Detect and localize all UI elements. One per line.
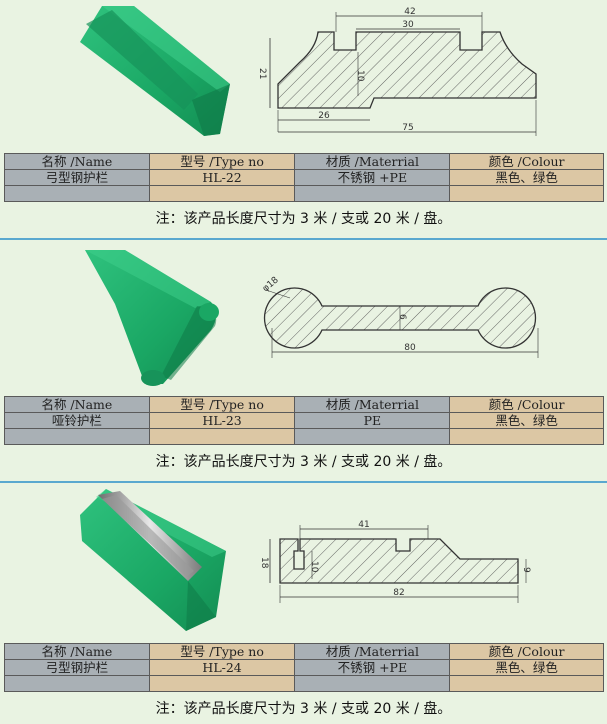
table-row: 弓型钢护栏 HL-24 不锈钢 +PE 黑色、绿色: [4, 659, 604, 676]
table-empty-row: [4, 185, 604, 202]
section-drawing-hl22: 42 30 21 10 26 75: [260, 7, 537, 136]
product-section-hl22: 42 30 21 10 26 75 名称 /Name 型号 /Type no 材…: [0, 0, 607, 238]
dim-label: 18: [260, 557, 269, 569]
cell-colour: 黑色、绿色: [449, 659, 604, 676]
cell-material: 不锈钢 +PE: [294, 659, 451, 676]
length-note: 注：该产品长度尺寸为 3 米 / 支或 20 米 / 盘。: [155, 701, 452, 717]
product-section-hl24: 41 18 10 9 82 名称 /Name 型号 /Type no 材质 /M…: [0, 483, 607, 724]
header-material: 材质 /Materrial: [294, 643, 451, 660]
section-drawing-hl23: φ18 6 80: [261, 275, 539, 358]
header-name: 名称 /Name: [4, 396, 150, 413]
dim-label: 41: [358, 520, 369, 530]
cell-name: 弓型钢护栏: [4, 659, 150, 676]
spec-table-hl22: 名称 /Name 型号 /Type no 材质 /Materrial 颜色 /C…: [4, 153, 604, 202]
header-type: 型号 /Type no: [148, 396, 296, 413]
cell-type: HL-22: [148, 169, 296, 186]
dim-label: 42: [404, 7, 415, 17]
dim-label: 26: [318, 111, 330, 121]
header-colour: 颜色 /Colour: [449, 643, 604, 660]
length-note: 注：该产品长度尺寸为 3 米 / 支或 20 米 / 盘。: [155, 211, 452, 227]
header-material: 材质 /Materrial: [294, 153, 451, 170]
section-divider: [0, 481, 607, 483]
dim-label: 10: [355, 70, 365, 82]
product-photo-hl22: [80, 6, 230, 136]
dim-label: φ18: [261, 275, 281, 294]
cell-type: HL-24: [148, 659, 296, 676]
table-header-row: 名称 /Name 型号 /Type no 材质 /Materrial 颜色 /C…: [4, 643, 604, 660]
table-empty-row: [4, 675, 604, 692]
dim-label: 82: [393, 588, 404, 598]
dim-label: 10: [309, 561, 319, 573]
cell-type: HL-23: [148, 412, 296, 429]
table-row: 哑铃护栏 HL-23 PE 黑色、绿色: [4, 412, 604, 429]
dim-label: 6: [397, 314, 407, 320]
header-material: 材质 /Materrial: [294, 396, 451, 413]
section-divider: [0, 238, 607, 240]
cell-material: PE: [294, 412, 451, 429]
dim-label: 80: [404, 343, 416, 353]
spec-table-hl23: 名称 /Name 型号 /Type no 材质 /Materrial 颜色 /C…: [4, 396, 604, 445]
dim-label: 21: [260, 68, 267, 79]
table-empty-row: [4, 428, 604, 445]
header-name: 名称 /Name: [4, 153, 150, 170]
cell-colour: 黑色、绿色: [449, 412, 604, 429]
cell-name: 弓型钢护栏: [4, 169, 150, 186]
cell-name: 哑铃护栏: [4, 412, 150, 429]
dim-label: 75: [402, 123, 413, 133]
table-header-row: 名称 /Name 型号 /Type no 材质 /Materrial 颜色 /C…: [4, 396, 604, 413]
dim-label: 9: [521, 567, 531, 573]
cell-colour: 黑色、绿色: [449, 169, 604, 186]
header-type: 型号 /Type no: [148, 643, 296, 660]
header-colour: 颜色 /Colour: [449, 396, 604, 413]
header-type: 型号 /Type no: [148, 153, 296, 170]
length-note: 注：该产品长度尺寸为 3 米 / 支或 20 米 / 盘。: [155, 454, 452, 470]
product-section-hl23: φ18 6 80 名称 /Name 型号 /Type no 材质 /Materr…: [0, 240, 607, 480]
product-photo-hl23: [85, 250, 219, 386]
header-colour: 颜色 /Colour: [449, 153, 604, 170]
section-drawing-hl24: 41 18 10 9 82: [260, 520, 531, 603]
spec-table-hl24: 名称 /Name 型号 /Type no 材质 /Materrial 颜色 /C…: [4, 643, 604, 692]
cell-material: 不锈钢 +PE: [294, 169, 451, 186]
product-photo-hl24: [80, 489, 226, 631]
header-name: 名称 /Name: [4, 643, 150, 660]
dim-label: 30: [402, 20, 414, 30]
table-row: 弓型钢护栏 HL-22 不锈钢 +PE 黑色、绿色: [4, 169, 604, 186]
table-header-row: 名称 /Name 型号 /Type no 材质 /Materrial 颜色 /C…: [4, 153, 604, 170]
